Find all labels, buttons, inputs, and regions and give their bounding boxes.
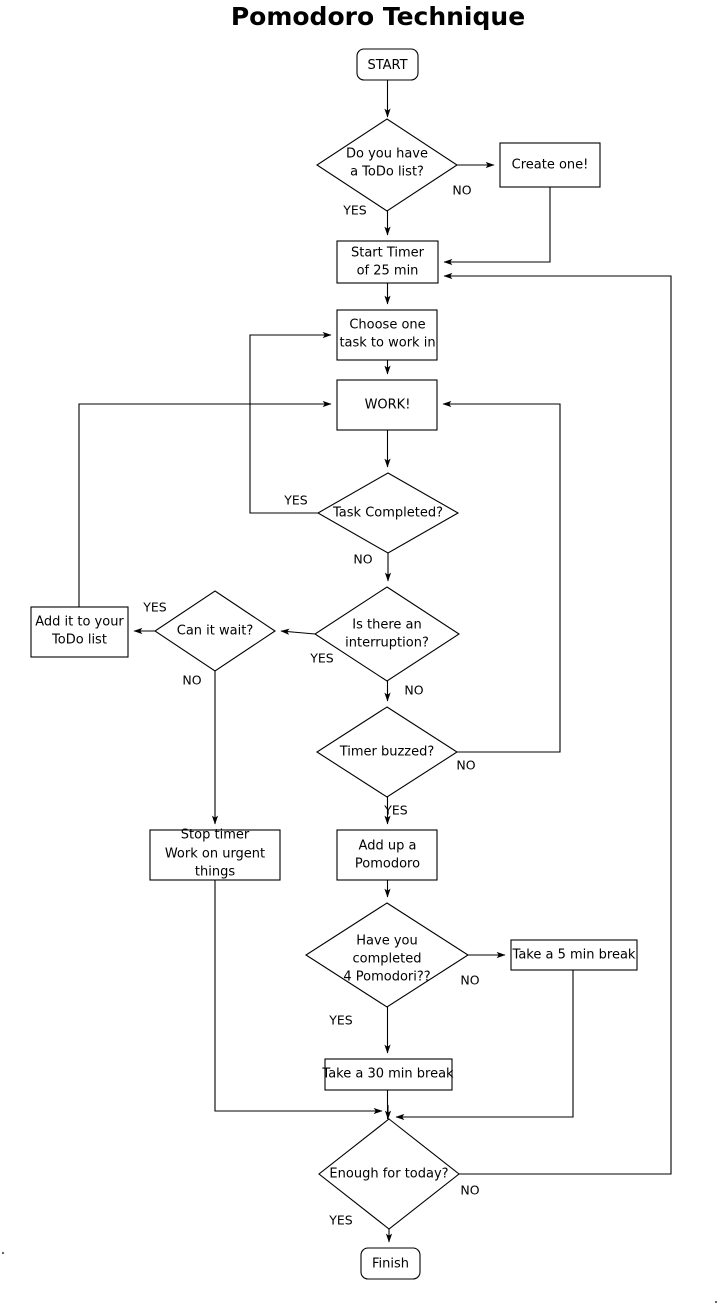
timer-buzzed-label: Timer buzzed?: [339, 745, 435, 760]
finish-label: Finish: [372, 1257, 409, 1272]
edge-label-enough-no: NO: [460, 1183, 479, 1198]
stop-timer-label-line2: Work on urgent: [165, 847, 265, 862]
edge-label-pomodori-no: NO: [460, 973, 479, 988]
edge-label-task-yes: YES: [283, 493, 308, 508]
add-todo-label-line2: ToDo list: [51, 633, 107, 648]
stop-timer-label-line1: Stop timer: [181, 828, 250, 843]
have-todo-label-line1: Do you have: [346, 147, 428, 162]
work-label: WORK!: [365, 398, 411, 413]
edge-label-buzzed-no: NO: [456, 758, 475, 773]
start-label: START: [367, 58, 407, 73]
node-break-30min[interactable]: Take a 30 min break: [321, 1058, 454, 1091]
add-todo-box[interactable]: [30, 606, 129, 658]
interruption-label-line1: Is there an: [352, 618, 421, 633]
node-add-to-todo-list[interactable]: Add it to your ToDo list: [30, 606, 129, 658]
edge-addtodo-to-work: [78, 400, 332, 607]
connector-layer: [78, 80, 672, 1243]
edge-label-wait-no: NO: [182, 673, 201, 688]
node-task-completed[interactable]: Task Completed?: [316, 472, 460, 554]
choose-task-box[interactable]: [336, 309, 438, 361]
have-todo-label-line2: a ToDo list?: [350, 165, 424, 180]
stop-timer-label-line3: things: [195, 865, 235, 880]
node-four-pomodori[interactable]: Have you completed 4 Pomodori??: [304, 902, 470, 1008]
have-todo-diamond[interactable]: [315, 118, 459, 212]
enough-label: Enough for today?: [329, 1167, 448, 1182]
task-completed-diamond[interactable]: [316, 472, 460, 554]
edge-label-enough-yes: YES: [328, 1213, 353, 1228]
edge-label-todo-no: NO: [452, 183, 471, 198]
node-work[interactable]: WORK!: [336, 379, 438, 431]
choose-task-label-line2: task to work in: [339, 336, 435, 351]
break30-label: Take a 30 min break: [321, 1067, 454, 1082]
edge-label-interruption-yes: YES: [309, 651, 334, 666]
edge-interruption-yes-to-canwait: [280, 628, 316, 635]
add-pomodoro-label-line2: Pomodoro: [355, 857, 420, 872]
edge-enough-no-to-starttimer: [443, 272, 672, 1175]
artifact-dot-left: [1, 1251, 5, 1255]
four-pomodori-label-line2: completed: [353, 952, 422, 967]
four-pomodori-label-line3: 4 Pomodori??: [343, 970, 430, 985]
node-have-todo-list[interactable]: Do you have a ToDo list?: [315, 118, 459, 212]
artifact-dot-right: [714, 1300, 718, 1304]
edge-break5-to-enough: [395, 970, 574, 1121]
can-it-wait-diamond[interactable]: [154, 590, 276, 672]
edge-label-pomodori-yes: YES: [328, 1013, 353, 1028]
node-start-timer[interactable]: Start Timer of 25 min: [336, 240, 439, 284]
edge-label-task-no: NO: [353, 552, 372, 567]
edge-label-todo-yes: YES: [342, 203, 367, 218]
node-enough-for-today[interactable]: Enough for today?: [318, 1118, 460, 1230]
task-completed-label: Task Completed?: [332, 506, 443, 521]
timer-buzzed-diamond[interactable]: [315, 706, 459, 798]
edge-taskcompleted-yes-to-choose: [249, 331, 332, 514]
node-stop-timer[interactable]: Stop timer Work on urgent things: [149, 828, 281, 881]
edge-stoptimer-to-enough: [214, 880, 383, 1115]
interruption-diamond[interactable]: [313, 586, 461, 682]
stop-timer-box[interactable]: [149, 829, 281, 881]
interruption-label-line2: interruption?: [345, 636, 429, 651]
finish-box[interactable]: [360, 1247, 421, 1280]
node-create-one[interactable]: Create one!: [499, 142, 601, 188]
add-pomodoro-box[interactable]: [336, 829, 438, 881]
node-add-pomodoro[interactable]: Add up a Pomodoro: [336, 829, 438, 881]
add-pomodoro-label-line1: Add up a: [359, 839, 417, 854]
break5-box[interactable]: [510, 939, 638, 971]
start-timer-label-line2: of 25 min: [357, 264, 419, 279]
work-box[interactable]: [336, 379, 438, 431]
break30-box[interactable]: [324, 1058, 453, 1091]
can-it-wait-label: Can it wait?: [177, 624, 253, 639]
node-timer-buzzed[interactable]: Timer buzzed?: [315, 706, 459, 798]
node-finish[interactable]: Finish: [360, 1247, 421, 1280]
enough-diamond[interactable]: [318, 1118, 460, 1230]
node-break-5min[interactable]: Take a 5 min break: [510, 939, 638, 971]
edge-label-layer: NO YES YES NO YES NO YES NO NO YES NO YE…: [142, 183, 479, 1228]
edge-label-interruption-no: NO: [404, 683, 423, 698]
create-one-label: Create one!: [512, 158, 589, 173]
choose-task-label-line1: Choose one: [349, 318, 425, 333]
edge-label-buzzed-yes: YES: [383, 803, 408, 818]
edge-label-wait-yes: YES: [142, 600, 167, 615]
node-start[interactable]: START: [356, 48, 419, 81]
node-interruption[interactable]: Is there an interruption?: [313, 586, 461, 682]
node-can-it-wait[interactable]: Can it wait?: [154, 590, 276, 672]
start-timer-box[interactable]: [336, 240, 439, 284]
break5-label: Take a 5 min break: [512, 948, 636, 963]
start-box[interactable]: [356, 48, 419, 81]
add-todo-label-line1: Add it to your: [35, 615, 124, 630]
four-pomodori-label-line1: Have you: [356, 934, 417, 949]
node-choose-task[interactable]: Choose one task to work in: [336, 309, 438, 361]
four-pomodori-diamond[interactable]: [304, 902, 470, 1008]
edge-buzzed-no-to-work: [442, 400, 561, 753]
page-title: Pomodoro Technique: [231, 2, 525, 31]
edge-create-to-starttimer: [443, 187, 551, 266]
start-timer-label-line1: Start Timer: [351, 246, 425, 261]
create-one-box[interactable]: [499, 142, 601, 188]
